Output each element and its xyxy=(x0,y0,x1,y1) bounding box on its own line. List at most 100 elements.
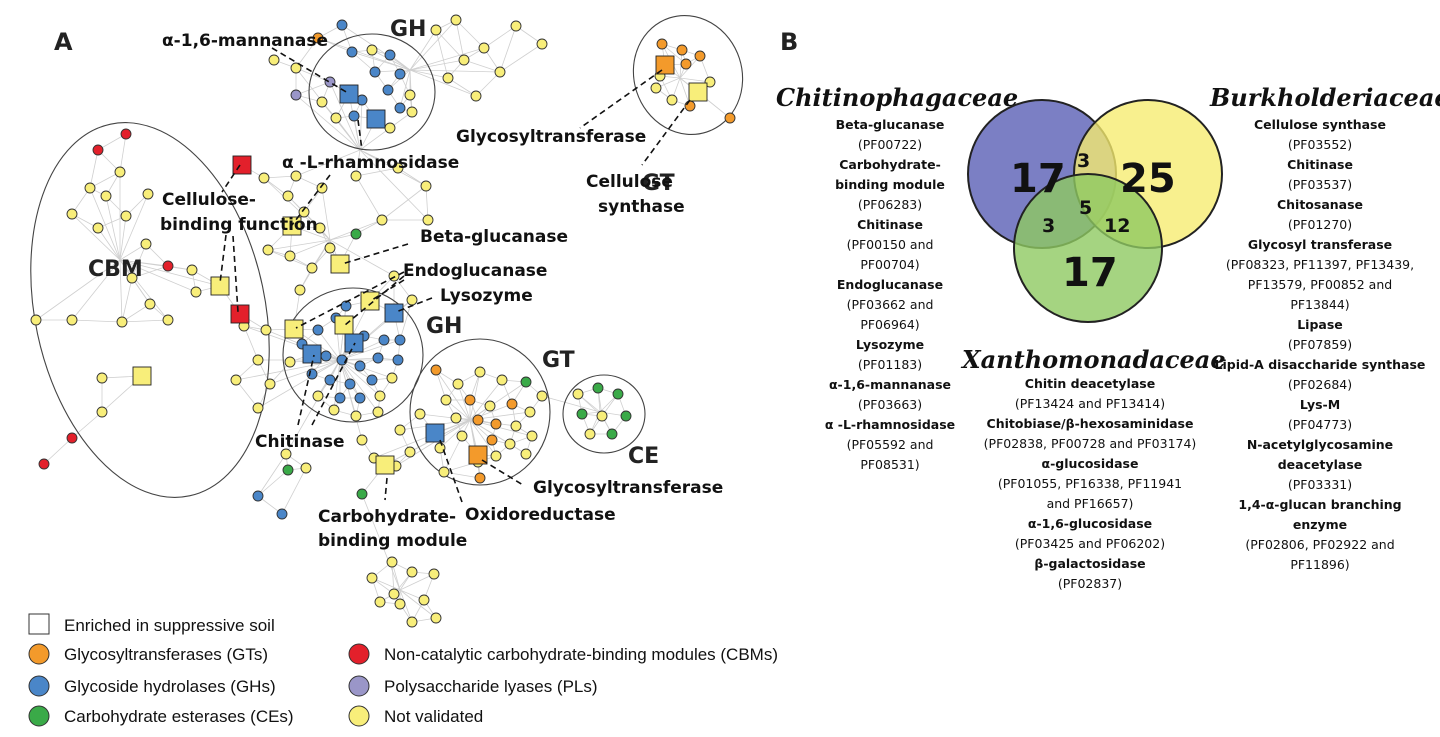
network-node-nv xyxy=(524,406,536,418)
network-node-nv xyxy=(458,54,470,66)
network-edge xyxy=(439,419,471,449)
network-edge xyxy=(409,19,457,71)
enriched-node-gh xyxy=(384,303,404,323)
network-edge xyxy=(121,277,133,323)
leader-line-glycosyltransferase-top xyxy=(579,69,663,129)
network-node-ce xyxy=(620,410,632,422)
network-edge xyxy=(119,259,193,271)
cluster-label-gh-mid: GH xyxy=(426,314,462,339)
network-node-nv xyxy=(438,466,450,478)
pfam-ids: (PF03331) xyxy=(1287,477,1353,492)
network-node-gh xyxy=(334,392,346,404)
leader-line-oxidoreductase xyxy=(439,439,463,503)
network-edge xyxy=(435,369,471,421)
pfam-ids: (PF01270) xyxy=(1287,217,1353,232)
enzyme-name: α-glucosidase xyxy=(1041,456,1139,471)
network-node-nv xyxy=(386,372,398,384)
network-node-gh xyxy=(336,19,348,31)
enzyme-name: α -L-rhamnosidase xyxy=(824,417,956,432)
network-node-nv xyxy=(84,182,96,194)
network-edge xyxy=(463,59,501,73)
network-edge xyxy=(339,359,393,379)
network-node-nv xyxy=(120,210,132,222)
network-node-nv xyxy=(504,438,516,450)
network-edge xyxy=(269,359,341,385)
pfam-ids: and PF16657) xyxy=(1046,496,1134,511)
network-edge xyxy=(119,133,127,173)
network-edge xyxy=(97,227,121,261)
network-node-nv xyxy=(96,406,108,418)
network-node-nv xyxy=(450,14,462,26)
venn-count-chit-burk: 3 xyxy=(1077,150,1090,172)
network-node-ce xyxy=(606,428,618,440)
network-edge xyxy=(121,303,151,323)
pfam-ids: (PF00722) xyxy=(857,137,923,152)
network-node-nv xyxy=(316,182,328,194)
cluster-label-gt-top: GT xyxy=(642,171,675,196)
network-node-gh xyxy=(252,490,264,502)
network-node-nv xyxy=(422,214,434,226)
network-node-gt xyxy=(694,50,706,62)
pfam-ids: PF00704) xyxy=(860,257,920,272)
legend-cbm-dot xyxy=(348,643,370,665)
network-node-nv xyxy=(142,188,154,200)
annotation-rhamnosidase: α -L-rhamnosidase xyxy=(282,153,459,173)
legend-nv-dot xyxy=(348,705,370,727)
network-node-gh xyxy=(346,46,358,58)
legend-gt-dot xyxy=(28,643,50,665)
network-node-nv xyxy=(306,262,318,274)
list-burkholderiaceae: Cellulose synthase(PF03552)Chitinase(PF0… xyxy=(1210,115,1430,575)
cluster-outline-gt-mid xyxy=(409,338,551,486)
pfam-ids: (PF03663) xyxy=(857,397,923,412)
legend-pl-dot xyxy=(348,675,370,697)
network-node-gt xyxy=(312,32,324,44)
network-node-nv xyxy=(430,24,442,36)
network-edge xyxy=(295,81,331,96)
network-edge xyxy=(119,193,149,261)
network-edge xyxy=(425,185,429,221)
network-node-nv xyxy=(440,394,452,406)
network-node-gh xyxy=(306,368,318,380)
network-edge xyxy=(399,573,435,591)
network-node-nv xyxy=(356,434,368,446)
network-node-nv xyxy=(704,76,716,88)
network-node-nv xyxy=(392,162,404,174)
cluster-label-ce: CE xyxy=(628,444,659,469)
enriched-node-gh xyxy=(302,344,322,364)
network-node-nv xyxy=(100,190,112,202)
network-edge xyxy=(235,359,341,381)
network-node-nv xyxy=(366,44,378,56)
network-node-ce xyxy=(576,408,588,420)
pfam-ids: PF11896) xyxy=(1290,557,1350,572)
network-node-nv xyxy=(406,106,418,118)
legend-gh-dot xyxy=(28,675,50,697)
network-edge xyxy=(409,29,437,71)
cluster-outline-gh-mid xyxy=(282,287,424,423)
network-node-nv xyxy=(470,90,482,102)
network-node-gt xyxy=(506,398,518,410)
network-node-nv xyxy=(284,250,296,262)
network-node-nv xyxy=(290,170,302,182)
network-node-nv xyxy=(406,566,418,578)
enriched-node-gh xyxy=(425,423,445,443)
network-node-nv xyxy=(520,448,532,460)
enriched-node-cbm xyxy=(232,155,252,175)
network-node-nv xyxy=(282,190,294,202)
network-node-nv xyxy=(394,424,406,436)
network-edge xyxy=(121,319,169,323)
network-edge xyxy=(43,437,73,465)
legend-enriched-square xyxy=(28,613,50,635)
network-edge xyxy=(257,359,341,409)
network-edge xyxy=(455,19,465,61)
cluster-outline-gh-top xyxy=(308,33,436,151)
pfam-ids: (PF02838, PF00728 and PF03174) xyxy=(983,436,1197,451)
network-node-nv xyxy=(66,314,78,326)
annotation-mannanase: α-1,6-mannanase xyxy=(162,31,328,51)
network-node-nv xyxy=(584,428,596,440)
network-edge xyxy=(409,69,501,73)
network-node-nv xyxy=(190,286,202,298)
enriched-node-gt xyxy=(655,55,675,75)
network-node-nv xyxy=(452,378,464,390)
cluster-outline-cbm xyxy=(30,122,270,498)
network-edge xyxy=(89,171,121,189)
